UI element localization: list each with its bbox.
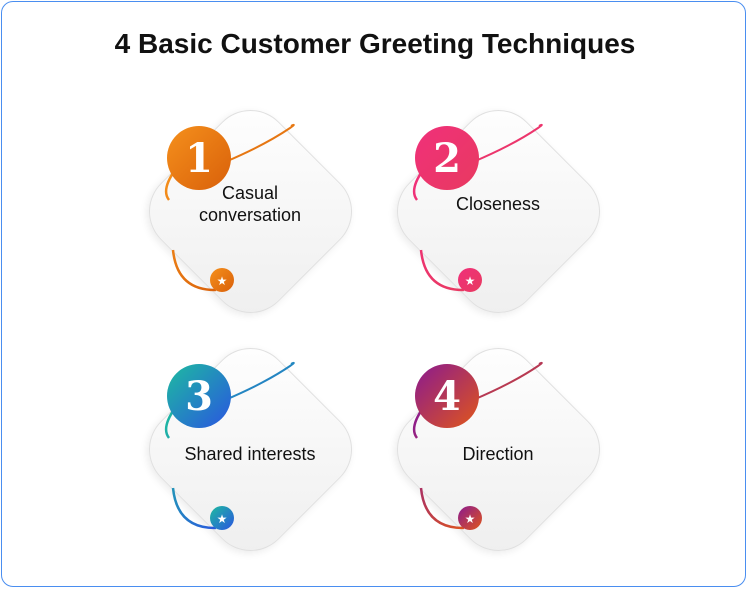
star-icon: ★: [210, 268, 234, 292]
number-circle: [167, 126, 231, 190]
connector-curve-top: [472, 361, 543, 401]
connector-curve-top: [224, 361, 295, 401]
card-decoration: 2 ★: [412, 123, 543, 292]
number-circle: [415, 364, 479, 428]
svg-text:★: ★: [465, 512, 476, 526]
technique-card-1: 1 ★ Casual conversation: [125, 90, 375, 330]
card-decoration: 3 ★: [164, 361, 295, 530]
connector-curve-top: [224, 123, 295, 163]
connector-curve-top: [472, 123, 543, 163]
technique-card-3: 3 ★ Shared interests: [125, 328, 375, 568]
card-decoration: 1 ★: [164, 123, 295, 292]
card-decoration: 4 ★: [412, 361, 543, 530]
technique-card-4: 4 ★ Direction: [373, 328, 623, 568]
number-text: 4: [433, 373, 461, 420]
page-title: 4 Basic Customer Greeting Techniques: [114, 28, 636, 59]
number-text: 1: [185, 135, 213, 182]
technique-label: Direction: [462, 444, 534, 464]
number-circle: [167, 364, 231, 428]
technique-card-2: 2 ★ Closeness: [373, 90, 623, 330]
technique-label: Casual conversation: [198, 183, 302, 225]
star-icon: ★: [210, 506, 234, 530]
number-text: 2: [433, 135, 461, 182]
svg-text:★: ★: [217, 274, 228, 288]
star-icon: ★: [458, 268, 482, 292]
number-circle: [415, 126, 479, 190]
svg-text:★: ★: [217, 512, 228, 526]
technique-label: Closeness: [455, 194, 541, 214]
svg-text:★: ★: [465, 274, 476, 288]
star-icon: ★: [458, 506, 482, 530]
number-text: 3: [185, 373, 213, 420]
technique-label: Shared interests: [184, 444, 316, 464]
